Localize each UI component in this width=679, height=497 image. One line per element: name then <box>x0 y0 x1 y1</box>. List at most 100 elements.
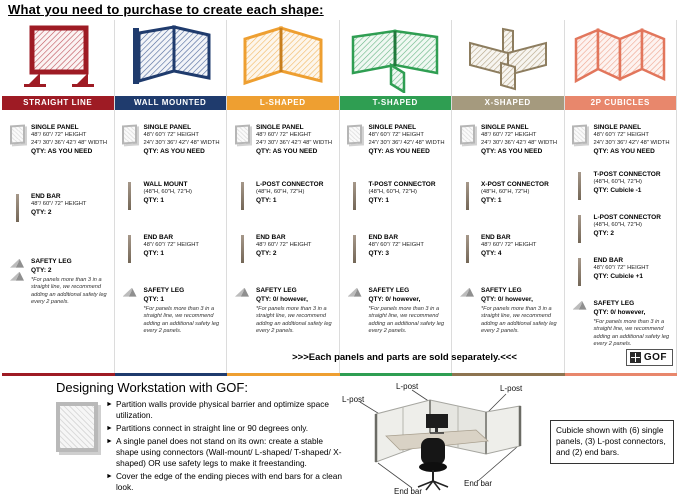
column-l-shaped: L-SHAPED SINGLE PANEL 48"/ 60"/ 72" HEIG… <box>226 20 339 373</box>
part-label: SINGLE PANEL <box>31 124 79 131</box>
column-title: 2P CUBICLES <box>564 96 676 110</box>
column-x-shaped: X-SHAPED SINGLE PANEL 48"/ 60"/ 72" HEIG… <box>451 20 564 373</box>
2p-cubicles-illustration <box>565 20 677 96</box>
part-spec: (48"H, 60"H, 72"H) <box>256 188 305 195</box>
part-spec: 24"/ 30"/ 36"/ 42"/ 48" WIDTH <box>31 139 108 146</box>
page-title: What you need to purchase to create each… <box>8 2 324 17</box>
part-note: *For panels more than 3 in a straight li… <box>368 306 445 334</box>
part-qty: QTY: 1 <box>256 197 277 205</box>
part-qty: QTY: 2 <box>31 209 52 217</box>
part-single-panel: SINGLE PANEL 48"/ 60"/ 72" HEIGHT 24"/ 3… <box>232 124 336 157</box>
part-x-post-connector: X-POST CONNECTOR (48"H, 60"H, 72"H) QTY:… <box>457 181 561 210</box>
info-bullet: ►Partition walls provide physical barrie… <box>106 399 329 420</box>
panel-icon <box>570 124 590 157</box>
part-qty: QTY: 0/ however, <box>593 308 646 316</box>
part-spec: (48"H, 60"H, 72"H) <box>593 221 642 228</box>
safety-leg-icon <box>7 258 27 307</box>
part-qty: QTY: 3 <box>368 250 389 258</box>
part-end-bar: END BAR 48"/ 60"/ 72" HEIGHT QTY: Cubicl… <box>570 257 674 286</box>
part-qty: QTY: 1 <box>368 197 389 205</box>
part-qty: QTY: AS YOU NEED <box>31 148 93 156</box>
gof-logo: GOF <box>625 349 673 366</box>
part-qty: QTY: AS YOU NEED <box>481 148 543 156</box>
part-single-panel: SINGLE PANEL 48"/ 60"/ 72" HEIGHT 24"/ 3… <box>570 124 674 157</box>
part-qty: QTY: 2 <box>256 250 277 258</box>
part-spec: 48"/ 60"/ 72" HEIGHT <box>368 132 424 139</box>
part-safety-leg: SAFETY LEG QTY: 2 *For panels more than … <box>7 258 111 307</box>
part-wall-mount: WALL MOUNT (48"H, 60"H, 72"H) QTY: 1 <box>120 181 224 210</box>
info-bullet: ►Partitions connect in straight line or … <box>106 422 309 433</box>
part-spec: 48"/ 60"/ 72" HEIGHT <box>481 132 537 139</box>
info-bullets: ►Partition walls provide physical barrie… <box>106 399 342 495</box>
wall-mounted-illustration <box>115 20 227 96</box>
part-qty: QTY: 0/ however, <box>256 295 308 303</box>
part-spec: (48"H, 60"H, 72"H) <box>368 188 417 195</box>
part-label: END BAR <box>31 192 61 200</box>
endbar-label: End bar <box>464 479 492 488</box>
cubicle-illustration: L-post L-post L-post End bar End bar <box>342 382 523 496</box>
endbar-label: End bar <box>394 487 422 496</box>
part-spec: (48"H, 60"H, 72"H) <box>593 178 642 185</box>
post-icon <box>345 181 365 210</box>
column-wall-mounted: WALL MOUNTED SINGLE PANEL 48"/ 60"/ 72" … <box>113 20 227 373</box>
post-icon <box>570 214 590 243</box>
part-label: END BAR <box>481 233 511 241</box>
bullet-arrow-icon: ► <box>106 424 113 432</box>
diagram-caption: Cubicle shown with (6) single panels, (3… <box>550 420 674 464</box>
parts-list: SINGLE PANEL 48"/ 60"/ 72" HEIGHT 24"/ 3… <box>565 110 677 373</box>
part-spec: 48"/ 60"/ 72" HEIGHT <box>481 241 537 248</box>
part-spec: 48"/ 60"/ 72" HEIGHT <box>256 132 312 139</box>
part-spec: 24"/ 30"/ 36"/ 42"/ 48" WIDTH <box>143 139 220 146</box>
part-safety-leg: SAFETY LEG QTY: 0/ however, *For panels … <box>570 300 674 349</box>
panel-icon <box>120 124 140 157</box>
part-end-bar: END BAR 48"/ 60"/ 72" HEIGHT QTY: 4 <box>457 234 561 263</box>
parts-list: SINGLE PANEL 48"/ 60"/ 72" HEIGHT 24"/ 3… <box>227 110 339 373</box>
part-label: SAFETY LEG <box>368 286 410 294</box>
color-divider <box>2 373 677 376</box>
part-qty: QTY: 0/ however, <box>481 295 533 303</box>
shape-columns-grid: STRAIGHT LINE SINGLE PANEL 48"/ 60"/ 72"… <box>2 20 677 373</box>
cubicle-diagram: L-post L-post L-post End bar End bar Cub… <box>338 378 679 497</box>
part-label: SINGLE PANEL <box>143 124 192 131</box>
part-qty: QTY: 1 <box>143 295 164 303</box>
part-end-bar: END BAR 48"/ 60"/ 72" HEIGHT QTY: 1 <box>120 234 224 263</box>
part-label: SAFETY LEG <box>256 286 297 294</box>
parts-list: SINGLE PANEL 48"/ 60"/ 72" HEIGHT 24"/ 3… <box>340 110 452 373</box>
lpost-label: L-post <box>396 382 419 391</box>
part-spec: 48"/ 60"/ 72" HEIGHT <box>143 241 199 248</box>
end-bar-icon <box>345 234 365 263</box>
post-icon <box>457 181 477 210</box>
part-single-panel: SINGLE PANEL 48"/ 60"/ 72" HEIGHT 24"/ 3… <box>345 124 449 157</box>
part-qty: QTY: Cubicle +1 <box>593 273 644 281</box>
part-single-panel: SINGLE PANEL 48"/ 60"/ 72" HEIGHT 24"/ 3… <box>120 124 224 157</box>
part-note: *For panels more than 3 in a straight li… <box>481 306 557 334</box>
end-bar-icon <box>7 193 27 222</box>
design-info-block: Designing Workstation with GOF: ►Partiti… <box>56 380 342 495</box>
lpost-label: L-post <box>500 384 523 393</box>
part-label: SINGLE PANEL <box>481 124 529 131</box>
part-spec: 48"/ 60"/ 72" HEIGHT <box>31 132 87 139</box>
t-shaped-illustration <box>340 20 452 96</box>
column-straight-line: STRAIGHT LINE SINGLE PANEL 48"/ 60"/ 72"… <box>2 20 114 373</box>
info-bullet: ►Cover the edge of the ending pieces wit… <box>106 470 342 492</box>
x-shaped-illustration <box>452 20 564 96</box>
part-safety-leg: SAFETY LEG QTY: 1 *For panels more than … <box>120 287 224 336</box>
post-icon <box>232 181 252 210</box>
part-qty: QTY: 2 <box>31 266 52 274</box>
straight-line-illustration <box>2 20 114 96</box>
post-icon <box>570 171 590 200</box>
part-note: *For panels more than 3 in a straight li… <box>256 306 332 334</box>
part-spec: 24"/ 30"/ 36"/ 42"/ 48" WIDTH <box>593 139 670 146</box>
part-spec: 48"/ 60"/ 72" HEIGHT <box>368 241 424 248</box>
end-bar-icon <box>570 257 590 286</box>
panel-icon <box>232 124 252 157</box>
part-spec: 48"/ 60"/ 72" HEIGHT <box>256 241 312 248</box>
lpost-label: L-post <box>342 395 365 404</box>
part-safety-leg: SAFETY LEG QTY: 0/ however, *For panels … <box>345 287 449 336</box>
part-qty: QTY: 1 <box>143 197 164 205</box>
panel-icon <box>7 124 27 157</box>
part-label: END BAR <box>256 233 286 241</box>
column-title: T-SHAPED <box>339 96 451 110</box>
part-t-post-connector: T-POST CONNECTOR (48"H, 60"H, 72"H) QTY:… <box>345 181 449 210</box>
end-bar-icon <box>120 234 140 263</box>
